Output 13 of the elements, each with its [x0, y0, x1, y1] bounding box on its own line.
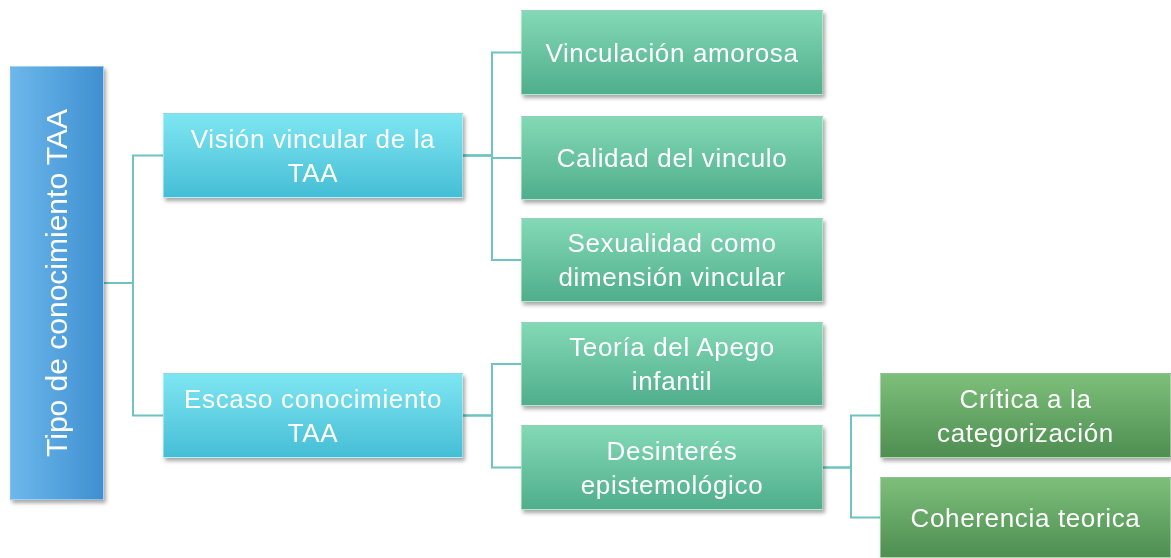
topic-box: Vinculación amorosa [521, 10, 823, 95]
topic-box: Escaso conocimiento TAA [163, 373, 463, 458]
topic-box: Visión vincular de la TAA [163, 113, 463, 198]
topic-box: Sexualidad como dimensión vincular [521, 218, 823, 302]
topic-box: Calidad del vinculo [521, 116, 823, 200]
connector-line [462, 154, 522, 261]
topic-box: Desinterés epistemológico [521, 425, 823, 510]
topic-box: Coherencia teorica [880, 477, 1171, 558]
connector-line [462, 414, 522, 469]
connector-line [822, 466, 881, 519]
root-topic-box: Tipo de conocimiento TAA [10, 66, 104, 500]
topic-box: Teoría del Apego infantil [521, 322, 823, 406]
topic-box: Crítica a la categorización [880, 373, 1171, 458]
